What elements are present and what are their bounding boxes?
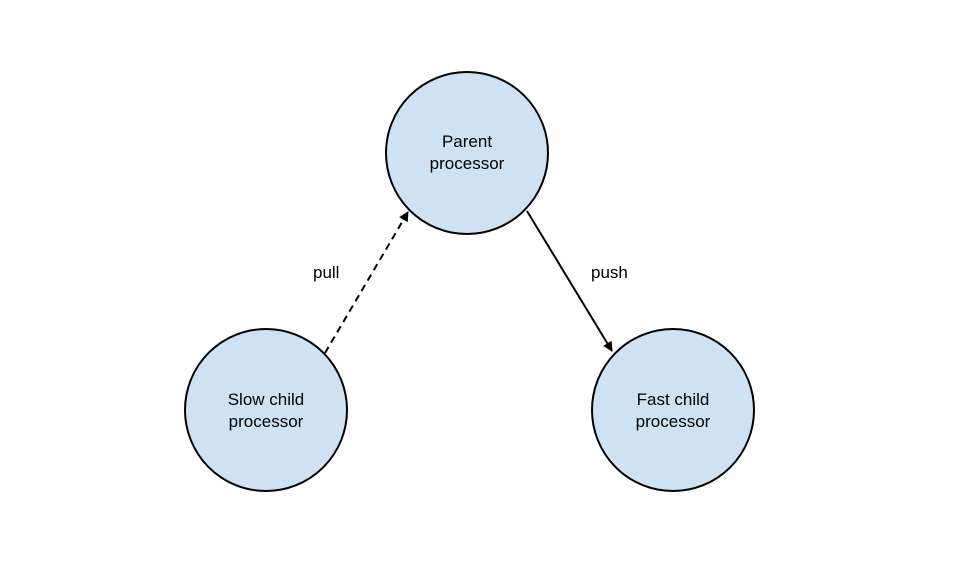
slow-child-processor-label-line2: processor (228, 412, 304, 431)
push-edge (526, 210, 613, 352)
push-edge-label: push (591, 263, 628, 282)
parent-processor-label-line2: processor (429, 154, 505, 173)
parent-processor-label: Parent processor (387, 131, 547, 175)
slow-child-processor-label-line1: Slow child (227, 390, 305, 409)
fast-child-processor-node (591, 328, 755, 492)
parent-processor-label-line1: Parent (441, 132, 493, 151)
slow-child-processor-label: Slow child processor (186, 389, 346, 433)
parent-processor-node (385, 71, 549, 235)
pull-edge (324, 211, 409, 354)
slow-child-processor-node (184, 328, 348, 492)
fast-child-processor-label-line2: processor (635, 412, 711, 431)
fast-child-processor-label: Fast child processor (593, 389, 753, 433)
fast-child-processor-label-line1: Fast child (636, 390, 710, 409)
pull-edge-label: pull (313, 263, 340, 282)
